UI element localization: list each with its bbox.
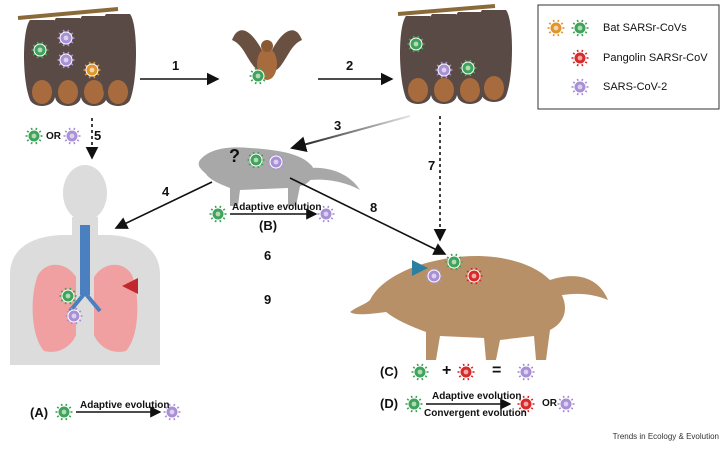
bat-colony-left [24, 14, 136, 106]
legend-pangolin-label: Pangolin SARSr-CoV [603, 52, 708, 64]
bat-sarsr-cov-virus-icon [405, 395, 423, 413]
sars-cov-2-virus-icon [163, 403, 181, 421]
bat-sarsr-cov-virus-icon [83, 61, 101, 79]
human [10, 165, 160, 365]
step-6: 6 [264, 248, 272, 263]
bat-sarsr-cov-virus-icon [247, 151, 265, 169]
scenario-c-tag: (C) [380, 364, 399, 379]
branch-left [17, 7, 119, 20]
sars-cov-2-virus-icon [57, 51, 75, 69]
or-label-5: OR [46, 131, 61, 142]
step-1: 1 [172, 58, 180, 73]
arrow-3 [290, 115, 411, 153]
sars-cov-2-virus-icon [65, 307, 83, 325]
arrow-4 [114, 181, 213, 229]
sars-cov-2-virus-icon [435, 61, 453, 79]
bat-sarsr-cov-virus-icon [411, 363, 429, 381]
civet-b-tag: (B) [259, 218, 278, 233]
branch-right [397, 4, 496, 16]
step-9: 9 [264, 292, 272, 307]
scenario-d-or: OR [542, 398, 557, 409]
sars-cov-2-virus-icon [557, 395, 575, 413]
step-3: 3 [334, 118, 342, 133]
pangolin-sarsr-cov-virus-icon [465, 267, 483, 285]
sars-cov-2-virus-icon [517, 363, 535, 381]
step-2: 2 [346, 58, 354, 73]
step-7: 7 [428, 158, 436, 173]
pangolin-sarsr-cov-virus-icon [517, 395, 535, 413]
question-mark: ? [229, 146, 240, 166]
step-8: 8 [370, 200, 378, 215]
scenario-d-convergent: Convergent evolution [424, 408, 527, 419]
legend-box [537, 4, 720, 110]
bat-sarsr-cov-virus-icon [59, 287, 77, 305]
scenario-a-tag: (A) [30, 405, 49, 420]
civet [198, 147, 360, 206]
step-5: 5 [94, 128, 102, 143]
pangolin [350, 256, 608, 360]
bat-sarsr-cov-virus-icon [249, 67, 267, 85]
sars-cov-2-virus-icon [63, 127, 81, 145]
bat-sarsr-cov-virus-icon [445, 253, 463, 271]
sars-cov-2-virus-icon [267, 153, 285, 171]
sars-cov-2-virus-icon [425, 267, 443, 285]
bat-sarsr-cov-virus-icon [547, 19, 565, 37]
legend-sarscov2-label: SARS-CoV-2 [603, 81, 668, 93]
flying-bat [232, 30, 302, 80]
pangolin-sarsr-cov-virus-icon [457, 363, 475, 381]
bat-sarsr-cov-virus-icon [571, 19, 589, 37]
bat-sarsr-cov-virus-icon [31, 41, 49, 59]
pangolin-sarsr-cov-virus-icon [571, 49, 589, 67]
scenario-c-equals: = [492, 362, 502, 379]
sars-cov-2-virus-icon [571, 78, 589, 96]
bat-sarsr-cov-virus-icon [55, 403, 73, 421]
bat-sarsr-cov-virus-icon [407, 35, 425, 53]
bat-sarsr-cov-virus-icon [25, 127, 43, 145]
scenario-c-plus: + [442, 362, 452, 379]
arrow-8 [289, 177, 447, 255]
step-4: 4 [162, 184, 170, 199]
journal-credit: Trends in Ecology & Evolution [612, 432, 719, 441]
scenario-d-adaptive: Adaptive evolution [432, 391, 522, 402]
legend-bat-label: Bat SARSr-CoVs [603, 22, 687, 34]
scenario-a-label: Adaptive evolution [80, 400, 170, 411]
bat-sarsr-cov-virus-icon [459, 59, 477, 77]
sars-cov-2-virus-icon [317, 205, 335, 223]
bat-sarsr-cov-virus-icon [209, 205, 227, 223]
civet-adaptive-label: Adaptive evolution [232, 202, 322, 213]
sars-cov-2-virus-icon [57, 29, 75, 47]
scenario-d-tag: (D) [380, 396, 399, 411]
bat-colony-right [400, 10, 512, 104]
